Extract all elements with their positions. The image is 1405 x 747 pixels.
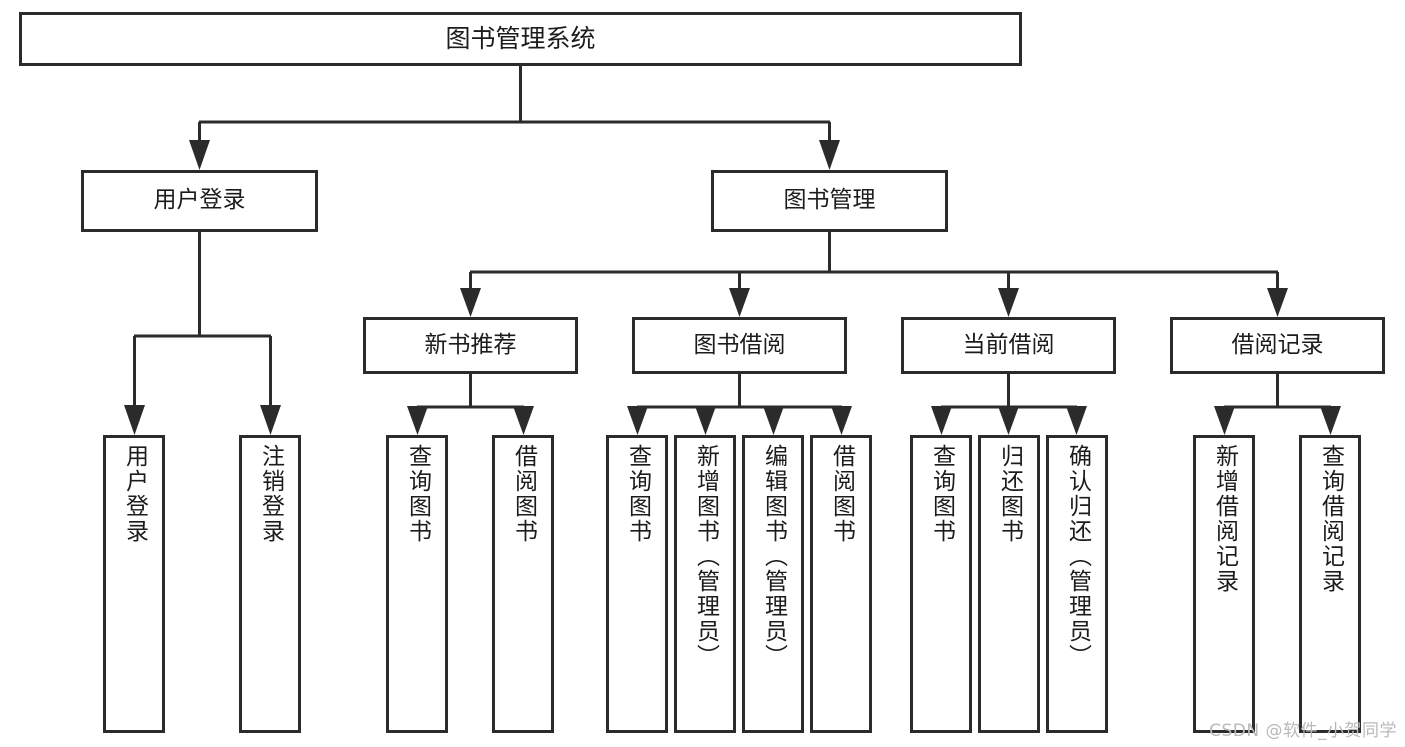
node-leaf-user-login[interactable]: 用户登录 (103, 435, 165, 733)
node-leaf-query-record-label: 查询借阅记录 (1317, 444, 1344, 594)
arrowhead-leaf-query-book-3 (931, 406, 952, 435)
node-borrow-record-label: 借阅记录 (1231, 331, 1324, 358)
node-leaf-user-logout[interactable]: 注销登录 (239, 435, 301, 733)
node-leaf-user-logout-label: 注销登录 (257, 444, 284, 544)
node-leaf-query-record[interactable]: 查询借阅记录 (1299, 435, 1361, 733)
node-leaf-query-book-3-label: 查询图书 (928, 444, 955, 544)
arrowhead-leaf-query-book-1 (407, 406, 428, 435)
arrowhead-leaf-confirm-return (1066, 406, 1087, 435)
arrowhead-leaf-edit-book (763, 406, 784, 435)
node-leaf-return-book-label: 归还图书 (996, 444, 1023, 544)
node-leaf-user-login-label: 用户登录 (121, 444, 148, 544)
node-leaf-borrow-book-2-label: 借阅图书 (828, 444, 855, 544)
node-leaf-query-book-2-label: 查询图书 (624, 444, 651, 544)
arrowhead-leaf-borrow-book-1 (513, 406, 534, 435)
node-leaf-query-book-2[interactable]: 查询图书 (606, 435, 668, 733)
node-leaf-query-book-3[interactable]: 查询图书 (910, 435, 972, 733)
node-new-book-recommend-label: 新书推荐 (424, 331, 517, 358)
node-current-borrow[interactable]: 当前借阅 (901, 317, 1116, 374)
node-leaf-edit-book-label: 编辑图书（管理员） (760, 444, 787, 669)
arrowhead-leaf-add-record (1214, 406, 1235, 435)
arrowhead-new-book-recommend (460, 288, 481, 317)
node-leaf-borrow-book-1[interactable]: 借阅图书 (492, 435, 554, 733)
node-leaf-add-record-label: 新增借阅记录 (1211, 444, 1238, 594)
node-book-borrow[interactable]: 图书借阅 (632, 317, 847, 374)
node-leaf-add-book[interactable]: 新增图书（管理员） (674, 435, 736, 733)
node-book-borrow-label: 图书借阅 (693, 331, 786, 358)
arrowhead-user-login (189, 140, 210, 170)
node-leaf-edit-book[interactable]: 编辑图书（管理员） (742, 435, 804, 733)
node-leaf-borrow-book-1-label: 借阅图书 (510, 444, 537, 544)
arrowhead-book-manage (819, 140, 840, 170)
node-new-book-recommend[interactable]: 新书推荐 (363, 317, 578, 374)
node-borrow-record[interactable]: 借阅记录 (1170, 317, 1385, 374)
arrowhead-leaf-user-login (124, 405, 145, 435)
node-leaf-query-book-1[interactable]: 查询图书 (386, 435, 448, 733)
arrowhead-leaf-query-book-2 (627, 406, 648, 435)
node-leaf-confirm-return[interactable]: 确认归还（管理员） (1046, 435, 1108, 733)
arrowhead-leaf-borrow-book-2 (831, 406, 852, 435)
arrowhead-leaf-add-book (695, 406, 716, 435)
node-leaf-query-book-1-label: 查询图书 (404, 444, 431, 544)
node-leaf-add-book-label: 新增图书（管理员） (692, 444, 719, 669)
arrowhead-leaf-return-book (998, 406, 1019, 435)
node-root-label: 图书管理系统 (445, 24, 596, 53)
node-leaf-borrow-book-2[interactable]: 借阅图书 (810, 435, 872, 733)
node-leaf-add-record[interactable]: 新增借阅记录 (1193, 435, 1255, 733)
node-root[interactable]: 图书管理系统 (19, 12, 1022, 66)
node-book-manage[interactable]: 图书管理 (711, 170, 948, 232)
csdn-watermark: CSDN @软件_小贺同学 (1209, 721, 1397, 741)
arrowhead-leaf-user-logout (260, 405, 281, 435)
node-leaf-return-book[interactable]: 归还图书 (978, 435, 1040, 733)
arrowhead-leaf-query-record (1320, 406, 1341, 435)
arrowhead-current-borrow (998, 288, 1019, 317)
node-book-manage-label: 图书管理 (783, 187, 876, 214)
arrowhead-book-borrow (729, 288, 750, 317)
node-user-login[interactable]: 用户登录 (81, 170, 318, 232)
node-leaf-confirm-return-label: 确认归还（管理员） (1064, 444, 1091, 669)
arrowhead-borrow-record (1267, 288, 1288, 317)
node-current-borrow-label: 当前借阅 (962, 331, 1055, 358)
node-user-login-label: 用户登录 (153, 187, 246, 214)
